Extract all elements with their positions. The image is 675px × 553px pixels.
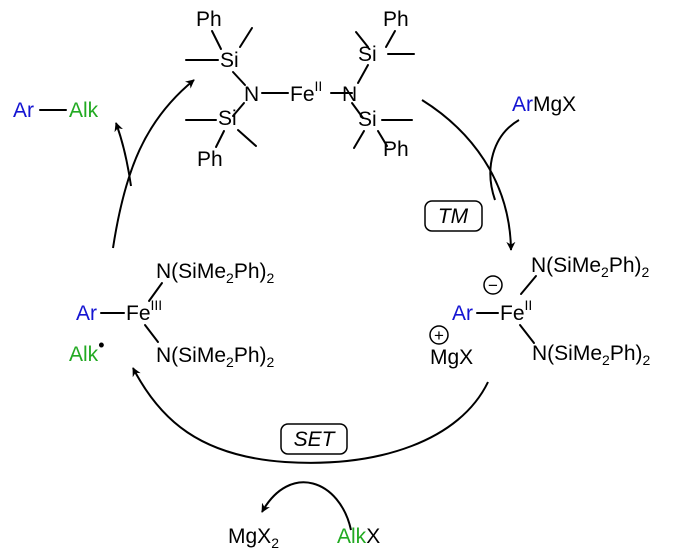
alkyl-halide-reagent: AlkX bbox=[337, 525, 380, 548]
set-step-label: SET bbox=[280, 423, 348, 455]
left-iron-III-complex: N(SiMe2Ph)2 Ar FeIII N(SiMe2Ph)2 Alk• bbox=[69, 260, 275, 370]
left-amide-top: N(SiMe2Ph)2 bbox=[156, 260, 275, 286]
tm-label: TM bbox=[438, 205, 469, 228]
left-amide-bottom: N(SiMe2Ph)2 bbox=[156, 344, 275, 370]
arrow-to-ferrate bbox=[421, 99, 516, 251]
product-alkyl: Alk bbox=[69, 99, 99, 122]
minus-charge-circle bbox=[483, 275, 503, 295]
arrow-set-bottom bbox=[132, 367, 489, 464]
silicon-top-left: Si bbox=[220, 49, 239, 72]
right-ferrate-complex: − N(SiMe2Ph)2 Ar FeII N(SiMe2Ph)2 + MgX bbox=[429, 254, 651, 369]
silicon-top-right: Si bbox=[358, 43, 377, 66]
arrow-to-top-complex bbox=[112, 79, 195, 249]
phenyl-top-right: Ph bbox=[383, 8, 409, 31]
nitrogen-left: N bbox=[244, 83, 259, 106]
left-iron-oxidation-state: III bbox=[151, 297, 163, 313]
top-iron-amide-complex: Ph Si N FeII N Ph Si Si Ph Si Ph bbox=[185, 8, 415, 171]
magnesium-counterion: MgX bbox=[430, 346, 473, 369]
grignard-reagent: ArMgX bbox=[512, 93, 576, 116]
plus-charge: + bbox=[434, 326, 444, 345]
tm-step-label: TM bbox=[424, 200, 483, 232]
iron-oxidation-state-top: II bbox=[315, 78, 323, 94]
grignard-aryl: ArMgX bbox=[512, 93, 576, 116]
silicon-bottom-right: Si bbox=[358, 108, 377, 131]
plus-charge-circle bbox=[429, 325, 449, 345]
right-iron-center: FeII bbox=[500, 297, 532, 325]
alkyl-radical: Alk• bbox=[69, 335, 105, 366]
left-aryl: Ar bbox=[76, 302, 97, 325]
cycle-arrows bbox=[112, 79, 520, 531]
arrow-grignard-in bbox=[489, 119, 520, 201]
right-iron-oxidation-state: II bbox=[525, 297, 533, 313]
silicon-bottom-left: Si bbox=[218, 107, 237, 130]
nitrogen-right: N bbox=[342, 83, 357, 106]
right-amide-bottom: N(SiMe2Ph)2 bbox=[532, 342, 651, 368]
cross-coupling-product: Ar Alk bbox=[13, 99, 99, 122]
set-label: SET bbox=[294, 428, 337, 451]
alkx: AlkX bbox=[337, 525, 380, 548]
left-iron-center: FeIII bbox=[126, 297, 162, 325]
right-aryl: Ar bbox=[452, 302, 473, 325]
product-aryl: Ar bbox=[13, 99, 34, 122]
right-amide-top: N(SiMe2Ph)2 bbox=[531, 254, 650, 280]
magnesium-halide-byproduct: MgX2 bbox=[228, 525, 279, 551]
phenyl-bottom-right: Ph bbox=[383, 138, 409, 161]
mgx2: MgX2 bbox=[228, 525, 279, 551]
iron-center-top: FeII bbox=[290, 78, 322, 106]
arrow-to-product bbox=[114, 122, 132, 187]
phenyl-bottom-left: Ph bbox=[197, 148, 223, 171]
arrow-alkyl-halide bbox=[261, 481, 352, 531]
minus-charge: − bbox=[488, 276, 498, 295]
phenyl-top-left: Ph bbox=[196, 8, 222, 31]
